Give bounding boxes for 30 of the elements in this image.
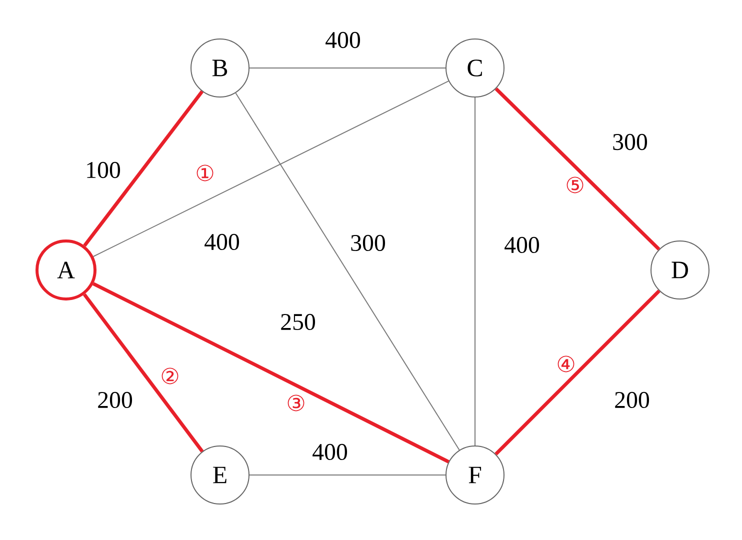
weight-label: 400 [312, 444, 348, 460]
order-number: ② [162, 368, 178, 384]
graph-edge [83, 90, 204, 247]
graph-edge [474, 97, 476, 446]
graph-edge [92, 80, 450, 257]
order-number: ③ [288, 394, 304, 412]
graph-node: E [190, 446, 250, 504]
graph-edge [82, 293, 204, 452]
weight-label: 400 [504, 236, 540, 254]
order-number: ① [196, 164, 214, 182]
graph-node: F [446, 446, 504, 504]
graph-edge [249, 474, 446, 476]
graph-node: C [446, 38, 504, 98]
weight-label: 300 [351, 234, 386, 252]
weight-label: 400 [204, 234, 240, 250]
graph-node: D [650, 240, 710, 300]
weight-label: 300 [613, 134, 648, 150]
order-number: ④ [558, 356, 574, 372]
graph-edge [92, 282, 450, 464]
graph-node: B [190, 38, 250, 98]
weight-label: 200 [615, 392, 650, 408]
weight-label: 250 [281, 314, 316, 330]
graph-edge [235, 92, 460, 450]
weight-label: 200 [98, 392, 132, 408]
weight-label: 100 [87, 162, 120, 178]
graph-edge [494, 87, 660, 251]
order-number: ⑤ [566, 176, 584, 194]
graph-edge [494, 290, 660, 456]
graph-node: A [36, 240, 96, 300]
weight-label: 400 [326, 32, 360, 48]
